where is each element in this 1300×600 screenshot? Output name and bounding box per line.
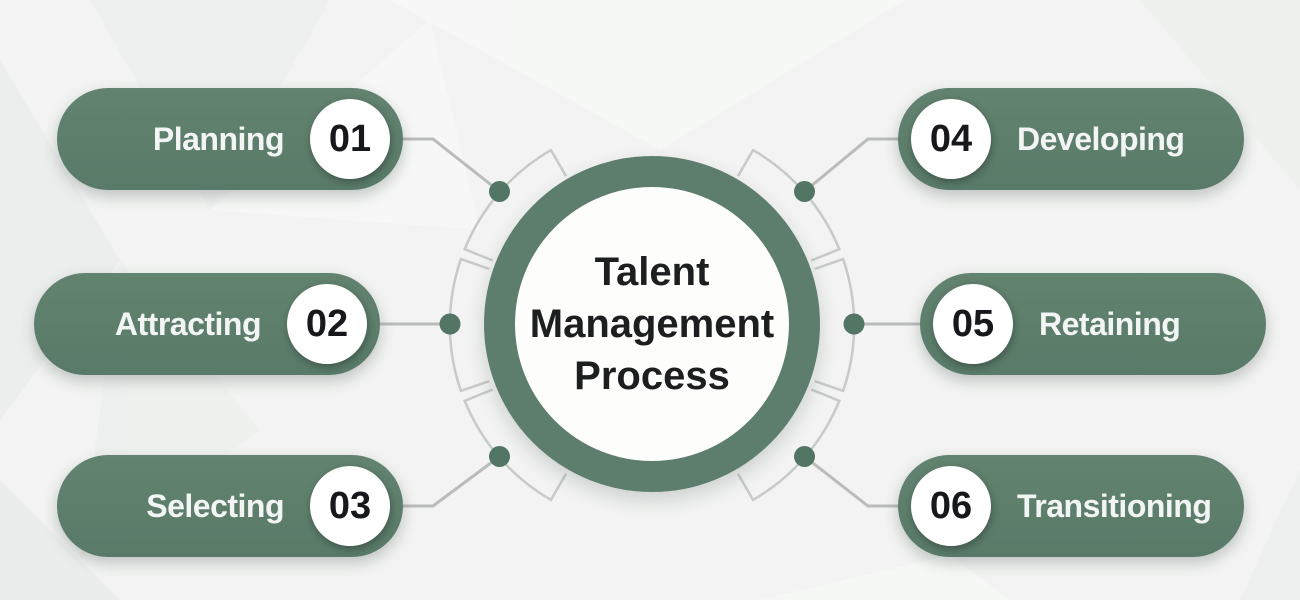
connector-line [403,455,501,508]
step-number-badge: 03 [310,466,390,546]
step-number: 03 [328,484,372,527]
step-label: Retaining [1039,305,1181,342]
step-pill-selecting: Selecting 03 [57,455,403,557]
connector-line [803,455,898,508]
connector-dot [794,446,815,467]
step-pill-retaining: 05 Retaining [920,273,1266,375]
connector-dots [439,181,865,467]
connector-line [403,137,501,193]
step-number-badge: 05 [933,284,1013,364]
step-number-badge: 01 [310,99,390,179]
step-label: Selecting [146,487,284,524]
connector-dot [794,181,815,202]
step-label: Planning [152,120,285,157]
step-number: 04 [929,117,973,160]
connector-dot [489,181,510,202]
step-label: Attracting [114,305,262,342]
step-pill-planning: Planning 01 [57,88,403,190]
center-circle: Talent Management Process [484,156,820,492]
connector-line [803,137,898,193]
diagram-title-line: Talent [594,250,710,294]
connector-dot [489,446,510,467]
step-pill-developing: 04 Developing [898,88,1244,190]
step-pill-attracting: Attracting 02 [34,273,380,375]
connector-dot [439,313,461,335]
step-number: 06 [929,484,973,527]
step-number-badge: 06 [911,466,991,546]
step-number: 05 [951,302,995,345]
step-number-badge: 04 [911,99,991,179]
step-number: 01 [328,117,372,160]
step-label: Developing [1017,120,1185,157]
step-number: 02 [305,302,349,345]
step-pill-transitioning: 06 Transitioning [898,455,1244,557]
connector-dot [843,313,865,335]
diagram-title-line: Process [574,354,730,398]
step-label: Transitioning [1017,487,1212,524]
step-number-badge: 02 [287,284,367,364]
connector-lines [380,137,920,508]
diagram-title-line: Management [529,302,775,346]
